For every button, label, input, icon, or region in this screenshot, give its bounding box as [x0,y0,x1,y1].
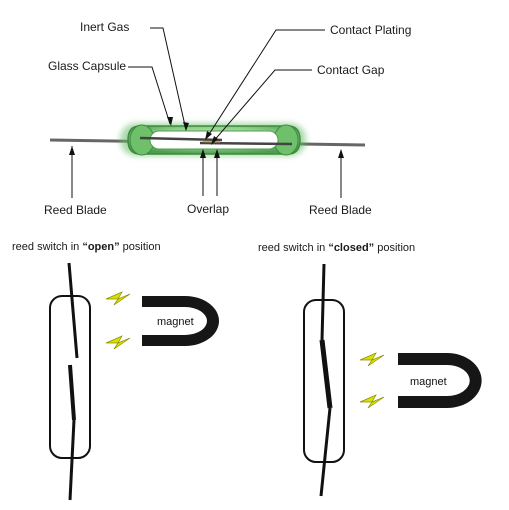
caption-open: reed switch in “open” position [12,241,161,254]
open-switch-lower-blade [70,420,74,500]
label-reed-blade-right: Reed Blade [309,203,372,217]
caption-open-prefix: reed switch in [12,241,82,253]
open-switch-upper-blade [69,263,77,358]
label-contact-plating: Contact Plating [330,23,411,37]
arrowhead [338,149,344,158]
open-switch-lower-blade-contact [70,365,74,420]
magnet-label-open: magnet [157,316,194,329]
magnetic-field-icon [106,336,130,349]
caption-closed: reed switch in “closed” position [258,242,415,255]
magnetic-field-icon [106,292,130,305]
label-contact-gap: Contact Gap [317,63,384,77]
magnetic-field-icon [360,353,384,366]
reed-blade-right-inner [200,143,292,144]
closed-switch-lower-blade [321,408,330,496]
closed-switch-upper-blade [322,264,324,340]
contact-plating-pointer [206,30,325,139]
label-inert-gas: Inert Gas [80,20,129,34]
caption-closed-prefix: reed switch in [258,242,328,254]
magnetic-field-icon [360,395,384,408]
magnet-label-closed: magnet [410,376,447,389]
caption-open-suffix: position [120,241,161,253]
label-overlap: Overlap [187,202,229,216]
closed-switch-blades-contact [322,340,330,408]
open-switch [50,263,219,500]
caption-closed-suffix: position [374,242,415,254]
closed-switch-capsule [304,300,344,462]
callout-lines [72,28,341,198]
caption-closed-state: “closed” [328,242,374,254]
closed-switch [304,264,482,496]
reed-switch-component [50,123,365,156]
label-reed-blade-left: Reed Blade [44,203,107,217]
arrowhead [69,146,75,155]
caption-open-state: “open” [82,241,119,253]
label-glass-capsule: Glass Capsule [48,59,126,73]
glass-capsule-pointer [128,67,170,124]
